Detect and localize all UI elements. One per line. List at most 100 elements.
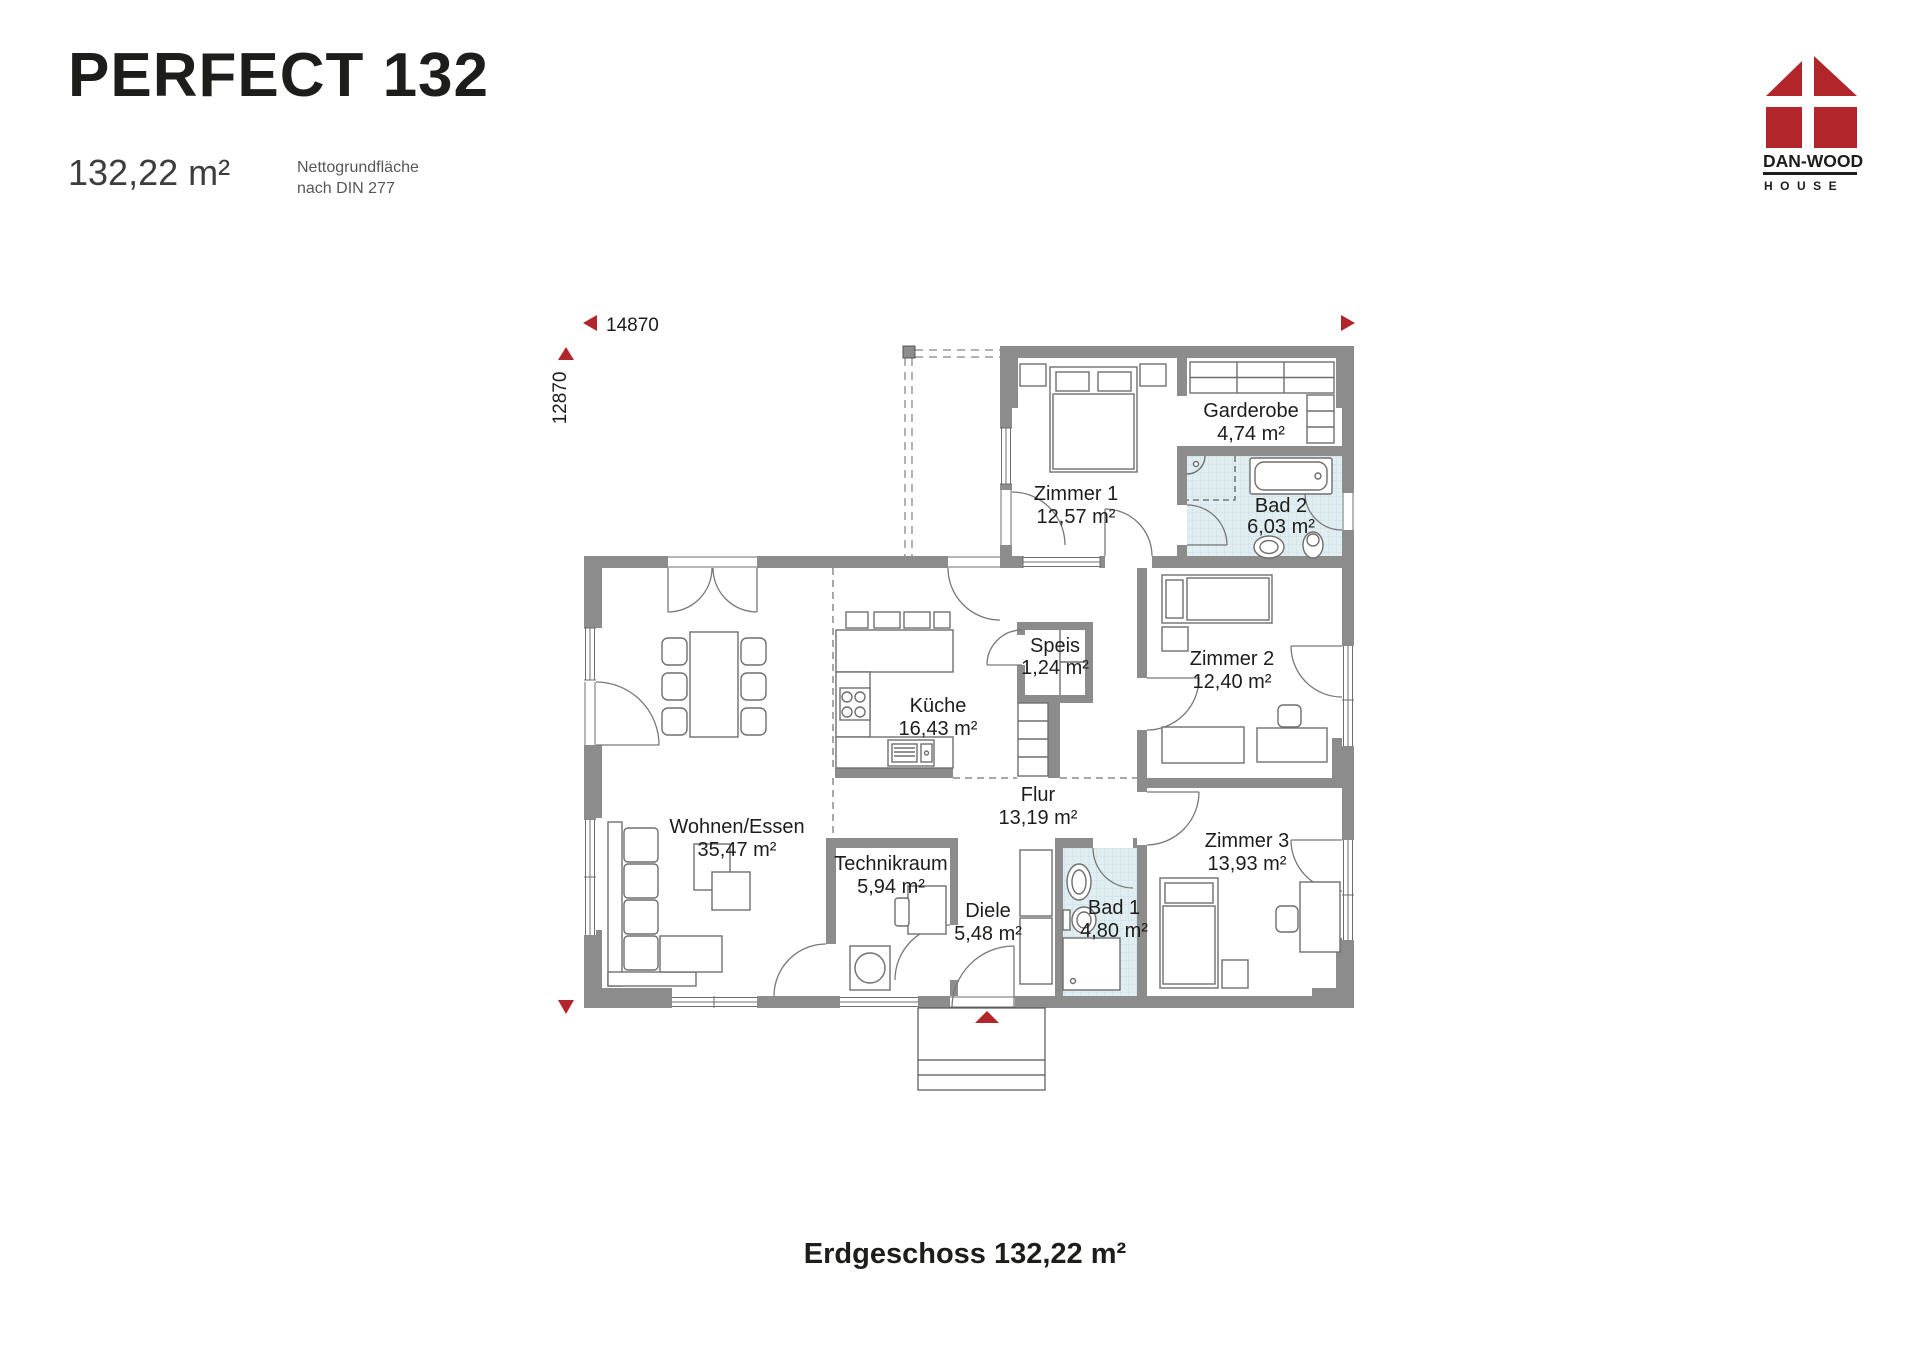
dining-chair-2	[661, 672, 688, 701]
wall-chunk-lm	[584, 745, 602, 818]
wall-top-join	[1000, 556, 1012, 568]
wall-bottom-3	[918, 996, 950, 1008]
window-living-1	[584, 627, 596, 681]
wall-bottom-4	[1015, 996, 1342, 1008]
roof-post	[902, 345, 916, 359]
room-label-kueche-area: 16,43 m²	[899, 718, 978, 740]
door-gap-z1-terrace	[1000, 490, 1012, 545]
door-z1-terrace	[1011, 491, 1066, 546]
bed-z3-pillow	[1164, 882, 1214, 904]
door-gap-living-left	[584, 682, 596, 745]
door-french-right	[712, 567, 758, 613]
zimmer1-furniture	[1019, 363, 1167, 473]
sink-bad2-basin	[1259, 539, 1279, 555]
window-z3	[1342, 840, 1354, 940]
wardrobe-top-dividers	[1190, 362, 1334, 393]
room-label-technikraum-name: Technikraum	[834, 853, 947, 875]
wall-wingbottom-2	[1100, 556, 1105, 568]
coffee-table-2	[711, 871, 751, 911]
sofa-cushion-2	[623, 863, 659, 899]
burner-4	[854, 706, 866, 718]
diele-furniture	[1019, 849, 1053, 985]
wall-chunk-rm	[1332, 738, 1354, 780]
wall-z2-z3	[1147, 778, 1354, 788]
wall-bad2-left-u	[1177, 456, 1187, 505]
window-z1-bottom	[1022, 556, 1101, 568]
porch-steps	[918, 1059, 1045, 1076]
room-label-bad1-area: 4,80 m²	[1080, 920, 1148, 942]
entrance-arrow-icon	[975, 1011, 999, 1023]
window-glazing	[584, 427, 1354, 1008]
nightstand-right	[1139, 363, 1167, 387]
dining-chair-5	[740, 672, 767, 701]
windows	[584, 427, 1354, 1008]
door-z3	[1146, 791, 1200, 846]
kitchen-sink-drain	[923, 750, 930, 756]
area-note: Nettogrundfläche nach DIN 277	[297, 158, 419, 200]
logo-brand-text: DAN-WOOD	[1763, 151, 1863, 171]
room-label-flur-area: 13,19 m²	[999, 807, 1078, 829]
dimension-width-label: 14870	[606, 315, 659, 336]
wall-below-speis	[1048, 703, 1060, 778]
room-label-bad2-area: 6,03 m²	[1247, 516, 1315, 538]
door-bad1	[1092, 847, 1134, 889]
shower-bad1-drain	[1069, 977, 1077, 985]
kitchen-counter-top	[835, 629, 954, 673]
walls	[584, 346, 1354, 1008]
logo-square-left	[1766, 107, 1802, 148]
wall-tr-right-l	[950, 980, 958, 996]
kitchen-drainer	[891, 743, 918, 763]
room-label-wohnen-name: Wohnen/Essen	[669, 816, 804, 838]
wall-tr-left	[826, 848, 836, 944]
garderobe-furniture	[1189, 361, 1335, 444]
speis-shelves	[1059, 630, 1085, 695]
danwood-logo: DAN-WOOD HOUSE	[1763, 50, 1863, 203]
shower-bad1	[1062, 937, 1121, 991]
kitchen-cabinet-3	[903, 611, 931, 629]
room-label-speis-name: Speis	[1030, 635, 1080, 657]
area-note-line2: nach DIN 277	[297, 179, 395, 197]
room-label-garderobe-area: 4,74 m²	[1217, 423, 1285, 445]
bad2-fixtures	[1186, 455, 1333, 559]
bathtub-drain	[1314, 472, 1322, 480]
sofa-cushion-1	[623, 827, 659, 863]
chair-z3	[1275, 905, 1299, 933]
door-gap-bad2-right	[1342, 493, 1354, 530]
entrance-porch	[917, 1007, 1046, 1091]
logo-square-right	[1814, 107, 1857, 148]
window-bottom-2	[840, 997, 918, 1007]
wall-speis-left-u	[1017, 622, 1025, 635]
door-french-left	[667, 567, 713, 613]
wall-wingbottom-1	[1012, 556, 1023, 568]
total-area: 132,22 m²	[68, 152, 231, 193]
room-label-bad2-name: Bad 2	[1255, 495, 1307, 517]
bathtub-inner	[1254, 461, 1328, 491]
dining-chair-3	[661, 707, 688, 736]
dresser-z2	[1161, 726, 1245, 764]
dining-chair-6	[740, 707, 767, 736]
wall-bad1-top-1	[1055, 838, 1093, 848]
dining-table	[689, 631, 739, 738]
zimmer3-furniture	[1159, 877, 1341, 989]
sofa-cushion-3	[623, 899, 659, 935]
wall-wing-top	[1000, 346, 1354, 358]
zimmer2-furniture	[1161, 574, 1328, 764]
door-living-left	[595, 681, 660, 746]
bed-pillow-left	[1055, 371, 1090, 392]
door-speis	[986, 629, 1023, 666]
shower-drain-bad2	[1192, 460, 1200, 468]
sink-bad1-basin	[1071, 869, 1087, 895]
arrow-left-icon	[583, 315, 597, 331]
logo-underline	[1763, 172, 1857, 175]
wall-corridor-3	[1137, 845, 1147, 996]
area-note-line1: Nettogrundfläche	[297, 159, 419, 176]
burner-1	[841, 691, 853, 703]
openplan-dashed	[832, 568, 1137, 838]
furniture	[607, 361, 1341, 991]
wall-speis-bottom	[1017, 695, 1093, 703]
wall-bad1-top-2	[1133, 838, 1137, 848]
door-z2	[1146, 677, 1200, 731]
desk-z2	[1256, 727, 1328, 763]
bed-z2-pillow	[1165, 579, 1184, 619]
door-thresholds	[584, 490, 1354, 1008]
